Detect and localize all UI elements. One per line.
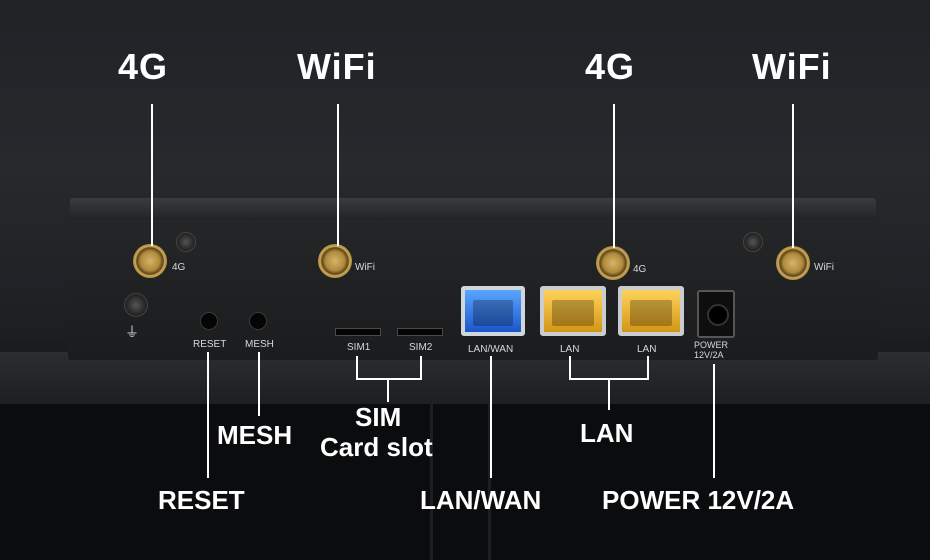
callout-line — [258, 352, 260, 416]
lan-port-2[interactable] — [618, 286, 684, 336]
callout-4g-left: 4G — [118, 46, 169, 87]
shelf — [0, 352, 930, 410]
callout-line — [387, 378, 389, 402]
silk-ant-wifi-right: WiFi — [814, 262, 834, 273]
antenna-connector-wifi-left — [318, 244, 352, 278]
sim2-slot[interactable] — [397, 328, 443, 336]
callout-line — [792, 104, 794, 248]
antenna-connector-4g-left — [133, 244, 167, 278]
cabinet-seam — [430, 404, 433, 560]
screw-icon — [176, 232, 196, 252]
silk-ant-4g-left: 4G — [172, 262, 186, 273]
silk-power-rating: 12V/2A — [694, 350, 724, 360]
silk-sim2: SIM2 — [409, 342, 433, 353]
callout-line — [151, 104, 153, 246]
callout-sim: SIM — [355, 402, 402, 432]
silk-reset: RESET — [193, 339, 227, 350]
silk-lan1: LAN — [560, 344, 580, 355]
callout-line — [569, 356, 571, 380]
callout-lan: LAN — [580, 418, 634, 448]
cabinet — [0, 404, 930, 560]
callout-line — [613, 104, 615, 248]
sim1-slot[interactable] — [335, 328, 381, 336]
callout-reset: RESET — [158, 485, 245, 515]
callout-sim-card-slot: Card slot — [320, 432, 433, 462]
callout-line — [207, 352, 209, 478]
silk-sim1: SIM1 — [347, 342, 371, 353]
callout-4g-right: 4G — [585, 46, 636, 87]
callout-line — [356, 356, 358, 380]
ground-symbol: ⏚ — [125, 324, 139, 340]
callout-line — [420, 356, 422, 380]
lan-wan-port[interactable] — [461, 286, 525, 336]
callout-wifi-left: WiFi — [297, 46, 377, 87]
screw-icon — [743, 232, 763, 252]
cabinet-seam — [488, 404, 491, 560]
mesh-button[interactable] — [249, 312, 267, 330]
callout-line — [337, 104, 339, 246]
router-top-panel — [70, 198, 876, 224]
callout-power: POWER 12V/2A — [602, 485, 795, 515]
silk-mesh: MESH — [245, 339, 274, 350]
antenna-connector-4g-right — [596, 246, 630, 280]
callout-wifi-right: WiFi — [752, 46, 832, 87]
ground-screw-icon — [124, 293, 148, 317]
silk-ant-wifi-left: WiFi — [355, 262, 375, 273]
callout-lan-wan: LAN/WAN — [420, 485, 542, 515]
silk-power: POWER — [694, 340, 729, 350]
callout-mesh: MESH — [217, 420, 293, 450]
callout-line — [647, 356, 649, 380]
callout-line — [490, 356, 492, 478]
lan-port-1[interactable] — [540, 286, 606, 336]
silk-lanwan: LAN/WAN — [468, 344, 514, 355]
reset-button[interactable] — [200, 312, 218, 330]
antenna-connector-wifi-right — [776, 246, 810, 280]
silk-ant-4g-right: 4G — [633, 264, 647, 275]
power-jack[interactable] — [697, 290, 735, 338]
silk-lan2: LAN — [637, 344, 657, 355]
callout-line — [713, 364, 715, 478]
callout-line — [356, 378, 422, 380]
callout-line — [608, 378, 610, 410]
